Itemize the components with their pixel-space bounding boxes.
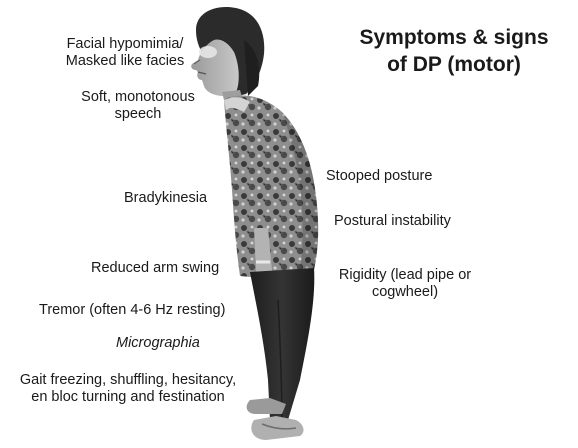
label-bradykinesia: Bradykinesia (124, 190, 207, 207)
label-postural-instability: Postural instability (334, 213, 451, 230)
label-facial-hypomimia: Facial hypomimia/ Masked like facies (50, 36, 200, 70)
shirt (224, 96, 318, 278)
label-micrographia: Micrographia (116, 335, 200, 352)
label-reduced-arm-swing: Reduced arm swing (91, 260, 219, 277)
label-tremor: Tremor (often 4-6 Hz resting) (39, 302, 225, 319)
label-stooped-posture: Stooped posture (326, 168, 432, 185)
diagram-title: Symptoms & signs of DP (motor) (336, 24, 572, 78)
label-gait-line-1: Gait freezing, shuffling, hesitancy, (4, 372, 252, 389)
label-speech-line-2: speech (68, 106, 208, 123)
label-rigidity: Rigidity (lead pipe or cogwheel) (326, 267, 484, 301)
trousers (250, 268, 314, 420)
label-facial-line-1: Facial hypomimia/ (50, 36, 200, 53)
label-gait-line-2: en bloc turning and festination (4, 389, 252, 406)
title-line-1: Symptoms & signs (336, 24, 572, 51)
label-speech-line-1: Soft, monotonous (68, 89, 208, 106)
label-facial-line-2: Masked like facies (50, 53, 200, 70)
title-line-2: of DP (motor) (336, 51, 572, 78)
label-gait-freezing: Gait freezing, shuffling, hesitancy, en … (4, 372, 252, 406)
label-rigidity-line-2: cogwheel) (326, 284, 484, 301)
label-rigidity-line-1: Rigidity (lead pipe or (326, 267, 484, 284)
feet (247, 398, 304, 440)
label-soft-speech: Soft, monotonous speech (68, 89, 208, 123)
